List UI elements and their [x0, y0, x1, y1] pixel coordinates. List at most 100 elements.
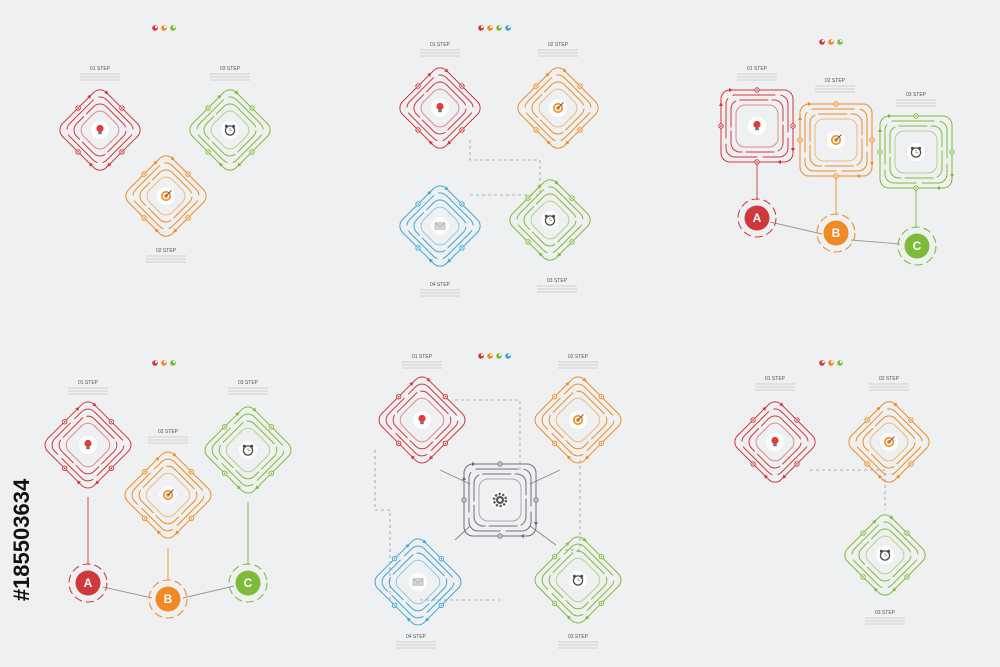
- step-caption: 04 STEP: [420, 282, 460, 297]
- step-caption: 04 STEP: [396, 634, 436, 649]
- step-caption: 01 STEP: [80, 66, 120, 81]
- dashed-connector: [469, 140, 540, 161]
- frame-node-core: [796, 463, 798, 465]
- step-caption: 01 STEP: [737, 66, 777, 81]
- legend-dot-highlight: [489, 25, 493, 29]
- frame-border: [555, 397, 601, 443]
- arrow-head: [872, 519, 877, 524]
- arrow-head: [565, 541, 570, 547]
- diamond-step-3: [189, 89, 271, 171]
- frame-node-core: [499, 463, 501, 465]
- frame-node-core: [796, 419, 798, 421]
- alarm-clock-icon: [572, 574, 584, 586]
- legend-dot: [837, 39, 843, 45]
- frame-border: [730, 99, 784, 153]
- step-caption: 01 STEP: [402, 354, 442, 369]
- step-title: 04 STEP: [430, 282, 451, 288]
- frame-border: [468, 468, 532, 532]
- frame-border: [531, 81, 585, 135]
- target-icon: [880, 433, 898, 451]
- target-icon: [159, 486, 177, 504]
- frame-border: [413, 81, 467, 135]
- frame-border: [555, 557, 601, 603]
- frame-node-core: [270, 472, 273, 475]
- lightbulb-icon: [766, 433, 784, 451]
- legend-dot-highlight: [163, 360, 167, 364]
- legend-dot: [819, 39, 825, 45]
- letter-circle: A: [68, 563, 108, 603]
- frame-node-core: [190, 517, 193, 520]
- frame-border: [58, 415, 118, 475]
- alarm-clock-icon: [910, 146, 922, 158]
- letter-label: B: [832, 226, 841, 240]
- stock-watermark-id: #185503634: [2, 420, 42, 660]
- frame-node-core: [461, 203, 463, 205]
- arrow-head: [876, 406, 881, 411]
- envelope-icon: [434, 222, 446, 230]
- frame-node-core: [600, 395, 603, 398]
- step-title: 03 STEP: [220, 66, 241, 72]
- frame-node-core: [207, 107, 209, 109]
- step-title: 01 STEP: [78, 380, 99, 386]
- legend-dot: [170, 25, 176, 31]
- legend-dot: [505, 25, 511, 31]
- letter-fill: [744, 205, 770, 231]
- arrow-head: [950, 174, 954, 178]
- diamond-step-2: [534, 376, 622, 464]
- legend-dot-highlight: [172, 25, 176, 29]
- arrow-head: [889, 515, 894, 520]
- frame-border: [804, 108, 868, 172]
- frame-node-core: [251, 107, 253, 109]
- frame-border: [524, 74, 592, 142]
- target-icon: [549, 99, 567, 117]
- legend-dot: [505, 353, 511, 359]
- frame-node-core: [77, 107, 79, 109]
- legend-dots: [478, 25, 511, 31]
- frame-node-core: [906, 532, 908, 534]
- legend-dots: [478, 353, 511, 359]
- frame-node-core: [461, 85, 463, 87]
- frame-border: [478, 478, 522, 522]
- arrow-head: [808, 102, 812, 106]
- legend-dot-highlight: [839, 360, 843, 364]
- arrow-head: [565, 381, 570, 387]
- frame-border: [392, 390, 452, 450]
- arrow-head: [888, 114, 892, 118]
- step-title: 04 STEP: [406, 634, 427, 640]
- legend-dot-highlight: [830, 360, 834, 364]
- frame-node-core: [720, 125, 722, 127]
- frame-border: [862, 415, 916, 469]
- arrow-head: [762, 406, 767, 411]
- dashed-connector: [560, 460, 581, 551]
- diamond-step-2: [517, 67, 599, 149]
- step-title: 02 STEP: [156, 248, 177, 254]
- frame-border: [385, 383, 459, 457]
- legend-dots: [819, 39, 843, 45]
- frame-border: [203, 103, 257, 157]
- connector-line: [529, 525, 557, 546]
- frame-border: [869, 422, 909, 462]
- frame-node-core: [187, 173, 189, 175]
- square-step-3: [877, 113, 955, 191]
- frame-node-core: [579, 129, 581, 131]
- letter-fill: [823, 220, 849, 246]
- frame-border: [814, 118, 858, 162]
- arrow-head: [534, 522, 538, 526]
- step-title: 03 STEP: [906, 92, 927, 98]
- frame-border: [420, 206, 460, 246]
- step-caption: 02 STEP: [538, 42, 578, 57]
- legend-dot-highlight: [498, 353, 502, 357]
- frame-border: [145, 472, 191, 518]
- frame-node-core: [393, 604, 396, 607]
- step-caption: 02 STEP: [815, 78, 855, 93]
- frame-node-core: [110, 420, 113, 423]
- frame-node-core: [143, 470, 146, 473]
- legend-dot-highlight: [498, 25, 502, 29]
- frame-node-core: [571, 197, 573, 199]
- frame-node-core: [571, 241, 573, 243]
- legend-dot-highlight: [821, 360, 825, 364]
- arrow-head: [719, 102, 723, 106]
- connector-line: [529, 469, 561, 485]
- step-caption: 03 STEP: [558, 634, 598, 649]
- arrow-head: [856, 174, 860, 178]
